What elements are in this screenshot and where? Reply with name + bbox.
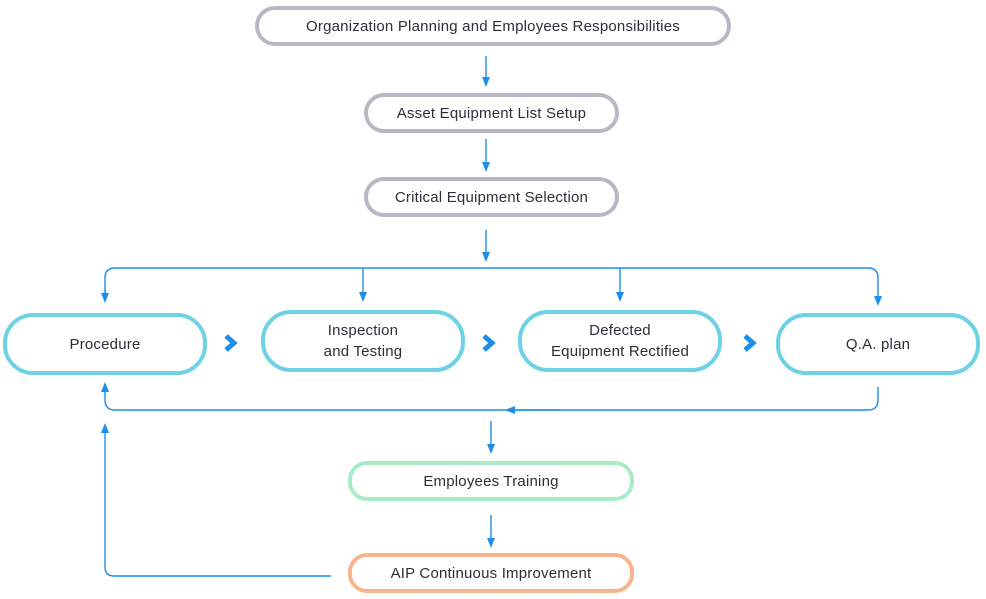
chevron-right-icon xyxy=(224,334,238,352)
node-employees-training: Employees Training xyxy=(348,461,634,501)
node-inspection-testing: Inspection and Testing xyxy=(261,310,465,372)
node-procedure: Procedure xyxy=(3,313,207,375)
node-label: Defected Equipment Rectified xyxy=(550,322,690,360)
branch-line xyxy=(104,267,882,306)
node-critical-equipment-selection: Critical Equipment Selection xyxy=(364,177,619,217)
node-label: Procedure xyxy=(69,335,141,353)
node-organization-planning: Organization Planning and Employees Resp… xyxy=(255,6,731,46)
node-label: Asset Equipment List Setup xyxy=(396,104,587,122)
node-label: Organization Planning and Employees Resp… xyxy=(306,17,680,35)
node-defected-equipment: Defected Equipment Rectified xyxy=(518,310,722,372)
node-qa-plan: Q.A. plan xyxy=(776,313,980,375)
node-aip-continuous-improvement: AIP Continuous Improvement xyxy=(348,553,634,593)
chevron-right-icon xyxy=(743,334,757,352)
node-label: Inspection and Testing xyxy=(323,322,403,360)
node-label: AIP Continuous Improvement xyxy=(390,564,592,582)
node-asset-equipment-list: Asset Equipment List Setup xyxy=(364,93,619,133)
return-line xyxy=(101,382,879,411)
node-label: Critical Equipment Selection xyxy=(394,188,589,206)
node-label: Employees Training xyxy=(423,472,559,490)
node-label: Q.A. plan xyxy=(845,335,911,353)
chevron-right-icon xyxy=(482,334,496,352)
feedback-loop xyxy=(101,423,331,577)
